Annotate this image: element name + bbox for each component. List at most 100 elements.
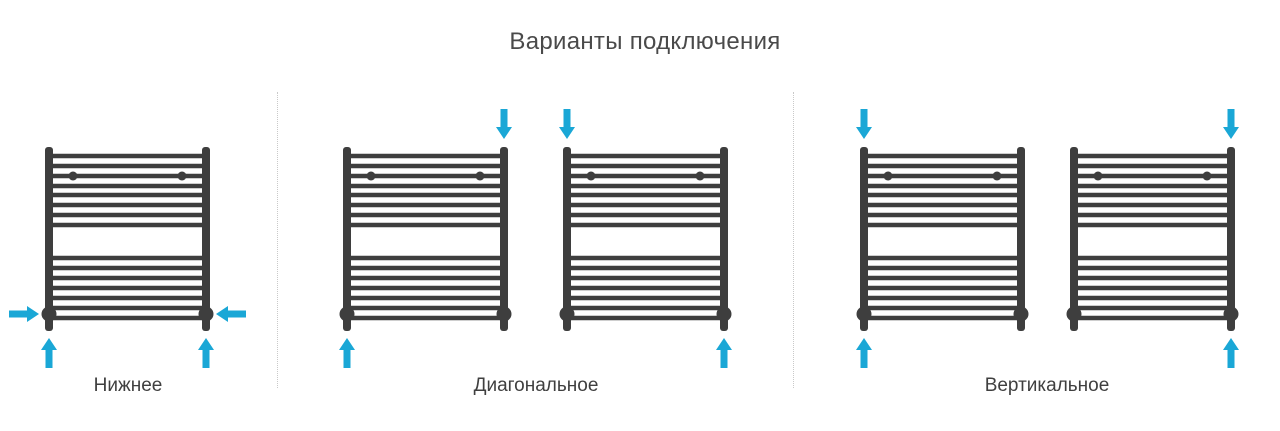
mounting-bracket-icon: [177, 171, 187, 181]
radiator-bar: [347, 192, 504, 198]
radiator-bar: [49, 192, 206, 198]
radiator-bar: [347, 173, 504, 179]
flow-arrow-right-icon: [9, 306, 39, 322]
mounting-bracket-icon: [883, 171, 893, 181]
radiator-bar: [347, 265, 504, 271]
radiator-left-post: [860, 147, 868, 331]
radiator-bar: [49, 275, 206, 281]
mounting-bracket-icon: [366, 171, 376, 181]
radiator-bar: [347, 212, 504, 218]
radiator-bar: [1074, 285, 1231, 291]
radiator-left-post: [563, 147, 571, 331]
radiator-bar: [567, 295, 724, 301]
flow-arrow-down-icon: [559, 109, 575, 139]
page-title: Варианты подключения: [509, 28, 781, 55]
radiator-bar: [1074, 212, 1231, 218]
radiator-bar: [347, 275, 504, 281]
radiator-bar: [347, 202, 504, 208]
radiator-bar: [864, 153, 1021, 159]
radiator-bar: [567, 222, 724, 228]
radiator-bar: [49, 173, 206, 179]
flow-arrow-up-icon: [198, 338, 214, 368]
radiator-right-post: [500, 147, 508, 331]
label-diagonal-connection: Диагональное: [473, 375, 599, 396]
mounting-bracket-icon: [695, 171, 705, 181]
radiator-bar: [1074, 153, 1231, 159]
radiator-bar: [864, 285, 1021, 291]
flow-arrow-down-icon: [856, 109, 872, 139]
radiator-bar: [864, 295, 1021, 301]
connection-knob-icon: [559, 306, 575, 322]
radiator-bar: [1074, 265, 1231, 271]
radiator-bar: [567, 163, 724, 169]
mounting-bracket-icon: [475, 171, 485, 181]
label-bottom-connection: Нижнее: [93, 375, 163, 396]
radiator-bar: [864, 192, 1021, 198]
radiator-bar: [49, 163, 206, 169]
radiator-bar: [864, 315, 1021, 321]
radiator-bar: [49, 305, 206, 311]
radiator-right-post: [720, 147, 728, 331]
flow-arrow-down-icon: [1223, 109, 1239, 139]
radiator-bar: [1074, 173, 1231, 179]
radiator-bar: [864, 173, 1021, 179]
radiator-bar: [49, 212, 206, 218]
radiator-bar: [347, 153, 504, 159]
connection-knob-icon: [339, 306, 355, 322]
radiator-bar: [864, 202, 1021, 208]
radiator-bar: [567, 192, 724, 198]
radiator-bar: [864, 275, 1021, 281]
radiator-bar: [1074, 222, 1231, 228]
radiator-bar: [49, 153, 206, 159]
radiator-left-post: [1070, 147, 1078, 331]
radiator-bar: [1074, 305, 1231, 311]
radiator-bar: [1074, 163, 1231, 169]
label-vertical-connection: Вертикальное: [984, 375, 1110, 396]
connection-knob-icon: [1013, 306, 1029, 322]
radiator-bar: [1074, 255, 1231, 261]
radiator-bar: [49, 315, 206, 321]
mounting-bracket-icon: [1093, 171, 1103, 181]
radiator-right-post: [1227, 147, 1235, 331]
radiator-bar: [864, 163, 1021, 169]
radiator-left-post: [343, 147, 351, 331]
radiator-bar: [1074, 183, 1231, 189]
radiator-bar: [567, 202, 724, 208]
radiator-bar: [567, 183, 724, 189]
radiator-bar: [567, 255, 724, 261]
connection-knob-icon: [716, 306, 732, 322]
radiator-bar: [347, 295, 504, 301]
divider-left: [277, 92, 278, 388]
radiator-bar: [347, 183, 504, 189]
radiator-bar: [1074, 275, 1231, 281]
connection-knob-icon: [198, 306, 214, 322]
radiator-right-post: [202, 147, 210, 331]
radiator-bar: [567, 285, 724, 291]
radiator-bar: [567, 173, 724, 179]
connection-knob-icon: [1223, 306, 1239, 322]
connection-knob-icon: [496, 306, 512, 322]
flow-arrow-left-icon: [216, 306, 246, 322]
flow-arrow-up-icon: [856, 338, 872, 368]
radiator-bar: [347, 163, 504, 169]
mounting-bracket-icon: [586, 171, 596, 181]
radiator-bar: [567, 315, 724, 321]
flow-arrow-up-icon: [716, 338, 732, 368]
radiator-bar: [49, 202, 206, 208]
radiator-bar: [347, 305, 504, 311]
connection-knob-icon: [41, 306, 57, 322]
radiator-left-post: [45, 147, 53, 331]
divider-right: [793, 92, 794, 388]
mounting-bracket-icon: [1202, 171, 1212, 181]
connection-knob-icon: [856, 306, 872, 322]
radiator-bar: [567, 212, 724, 218]
radiator-bar: [49, 265, 206, 271]
radiator-bar: [347, 222, 504, 228]
radiator-bar: [347, 315, 504, 321]
mounting-bracket-icon: [992, 171, 1002, 181]
radiator-bar: [864, 222, 1021, 228]
radiator-bar: [49, 285, 206, 291]
radiator-bar: [1074, 315, 1231, 321]
radiator-bar: [49, 255, 206, 261]
